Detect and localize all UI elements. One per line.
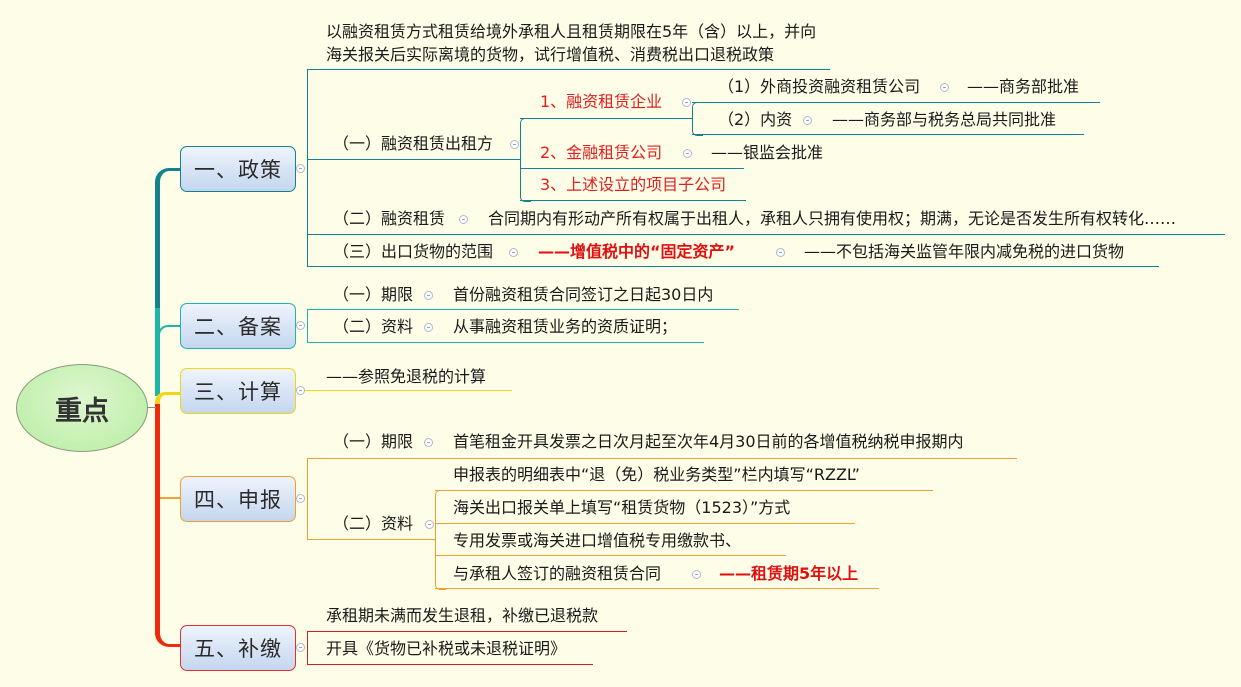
collapse-toggle-icon[interactable]: [296, 494, 305, 503]
underline: [307, 309, 739, 310]
collapse-toggle-icon[interactable]: [424, 323, 433, 332]
collapse-toggle-icon[interactable]: [510, 140, 519, 149]
leasing-label[interactable]: （二）融资租赁: [333, 209, 446, 228]
trunk-line-teal: [155, 308, 160, 396]
lessor-bracket-line: [520, 118, 531, 202]
topic-policy[interactable]: 一、政策: [180, 146, 296, 192]
enterprise-bracket-line: [692, 102, 703, 136]
underline: [435, 490, 933, 491]
materials-item-note: ——租赁期5年以上: [719, 564, 859, 583]
enterprise-sub-2-note: ——商务部与税务总局共同批准: [832, 110, 1057, 129]
topic-calculation[interactable]: 三、计算: [180, 368, 296, 414]
collapse-toggle-icon[interactable]: [940, 83, 949, 92]
enterprise-sub-1[interactable]: （1）外商投资融资租赁公司: [718, 77, 921, 96]
topic-filing-label: 二、备案: [194, 315, 282, 339]
filing-materials-note: 从事融资租赁业务的资质证明；: [453, 317, 678, 336]
repayment-item: 承租期未满而发生退租，补缴已退税款: [326, 606, 599, 625]
collapse-toggle-icon[interactable]: [509, 248, 518, 257]
underline: [307, 539, 435, 540]
filing-period-note: 首份融资租赁合同签订之日起30日内: [453, 285, 714, 304]
topic-repayment[interactable]: 五、补缴: [180, 625, 296, 671]
underline: [307, 266, 1159, 267]
repayment-item: 开具《货物已补税或未退税证明》: [326, 639, 567, 658]
central-topic[interactable]: 重点: [16, 364, 148, 452]
underline: [307, 342, 704, 343]
collapse-toggle-icon[interactable]: [803, 116, 812, 125]
underline: [692, 102, 1100, 103]
materials-item: 专用发票或海关进口增值税专用缴款书、: [453, 531, 742, 550]
declaration-bracket-line: [307, 458, 308, 539]
underline: [307, 458, 1017, 459]
underline: [307, 234, 1225, 235]
enterprise-sub-2[interactable]: （2）内资: [718, 110, 793, 129]
collapse-toggle-icon[interactable]: [776, 248, 785, 257]
topic-repayment-label: 五、补缴: [194, 637, 282, 661]
collapse-toggle-icon[interactable]: [692, 570, 701, 579]
scope-note-2: ——不包括海关监管年限内减免税的进口货物: [804, 242, 1125, 261]
branch-connector-teal: [158, 325, 182, 337]
central-topic-label: 重点: [55, 395, 109, 427]
topic-declaration-label: 四、申报: [194, 488, 282, 512]
topic-calculation-label: 三、计算: [194, 380, 282, 404]
collapse-toggle-icon[interactable]: [296, 643, 305, 652]
repayment-bracket-line: [307, 631, 308, 664]
collapse-toggle-icon[interactable]: [683, 149, 692, 158]
lessor-label[interactable]: （一）融资租赁出租方: [333, 134, 494, 153]
underline: [435, 555, 786, 556]
collapse-toggle-icon[interactable]: [459, 215, 468, 224]
underline: [307, 631, 627, 632]
underline: [307, 664, 593, 665]
declaration-period-note: 首笔租金开具发票之日次月起至次年4月30日前的各增值税纳税申报期内: [453, 432, 964, 451]
trunk-line-yellow: [155, 392, 180, 404]
underline: [435, 588, 879, 589]
collapse-toggle-icon[interactable]: [682, 98, 691, 107]
filing-materials-label[interactable]: （二）资料: [333, 317, 414, 336]
materials-bracket-line: [435, 490, 446, 590]
policy-intro-line1: 以融资租赁方式租赁给境外承租人且租赁期限在5年（含）以上，并向: [326, 22, 817, 41]
leasing-note: 合同期内有形动产所有权属于出租人，承租人只拥有使用权；期满，无论是否发生所有权转…: [488, 209, 1177, 228]
underline: [692, 134, 1084, 135]
enterprise-sub-1-note: ——商务部批准: [967, 77, 1080, 96]
trunk-line-teal-dark: [155, 168, 184, 311]
collapse-toggle-icon[interactable]: [296, 321, 305, 330]
declaration-materials-label[interactable]: （二）资料: [333, 514, 414, 533]
collapse-toggle-icon[interactable]: [424, 438, 433, 447]
branch-connector-orange: [160, 487, 180, 499]
filing-period-label[interactable]: （一）期限: [333, 285, 414, 304]
calculation-note: ——参照免退税的计算: [326, 367, 487, 386]
scope-label[interactable]: （三）出口货物的范围: [333, 242, 494, 261]
underline: [520, 200, 746, 201]
topic-declaration[interactable]: 四、申报: [180, 476, 296, 522]
root-connector: [146, 407, 156, 408]
underline: [307, 69, 830, 70]
topic-policy-label: 一、政策: [194, 158, 282, 182]
materials-item[interactable]: 与承租人签订的融资租赁合同: [453, 564, 662, 583]
lessor-item-2-note: ——银监会批准: [711, 143, 824, 162]
collapse-toggle-icon[interactable]: [424, 291, 433, 300]
collapse-toggle-icon[interactable]: [425, 520, 434, 529]
underline: [520, 118, 692, 119]
topic-filing[interactable]: 二、备案: [180, 303, 296, 349]
policy-bracket-line: [307, 69, 308, 266]
filing-bracket-line: [307, 309, 308, 342]
underline: [520, 168, 744, 169]
collapse-toggle-icon[interactable]: [296, 164, 305, 173]
trunk-line-red: [155, 404, 184, 647]
declaration-period-label[interactable]: （一）期限: [333, 432, 414, 451]
lessor-item-1[interactable]: 1、融资租赁企业: [540, 92, 663, 111]
underline: [305, 390, 512, 391]
policy-intro-line2: 海关报关后实际离境的货物，试行增值税、消费税出口退税政策: [326, 45, 775, 64]
scope-note: ——增值税中的“固定资产”: [538, 242, 736, 261]
materials-item: 申报表的明细表中“退（免）税业务类型”栏内填写“RZZL”: [453, 465, 860, 484]
materials-item: 海关出口报关单上填写“租赁货物（1523）”方式: [453, 498, 791, 517]
underline: [435, 523, 855, 524]
lessor-item-2[interactable]: 2、金融租赁公司: [540, 143, 663, 162]
underline: [307, 159, 520, 160]
collapse-toggle-icon[interactable]: [296, 386, 305, 395]
lessor-item-3[interactable]: 3、上述设立的项目子公司: [540, 175, 727, 194]
